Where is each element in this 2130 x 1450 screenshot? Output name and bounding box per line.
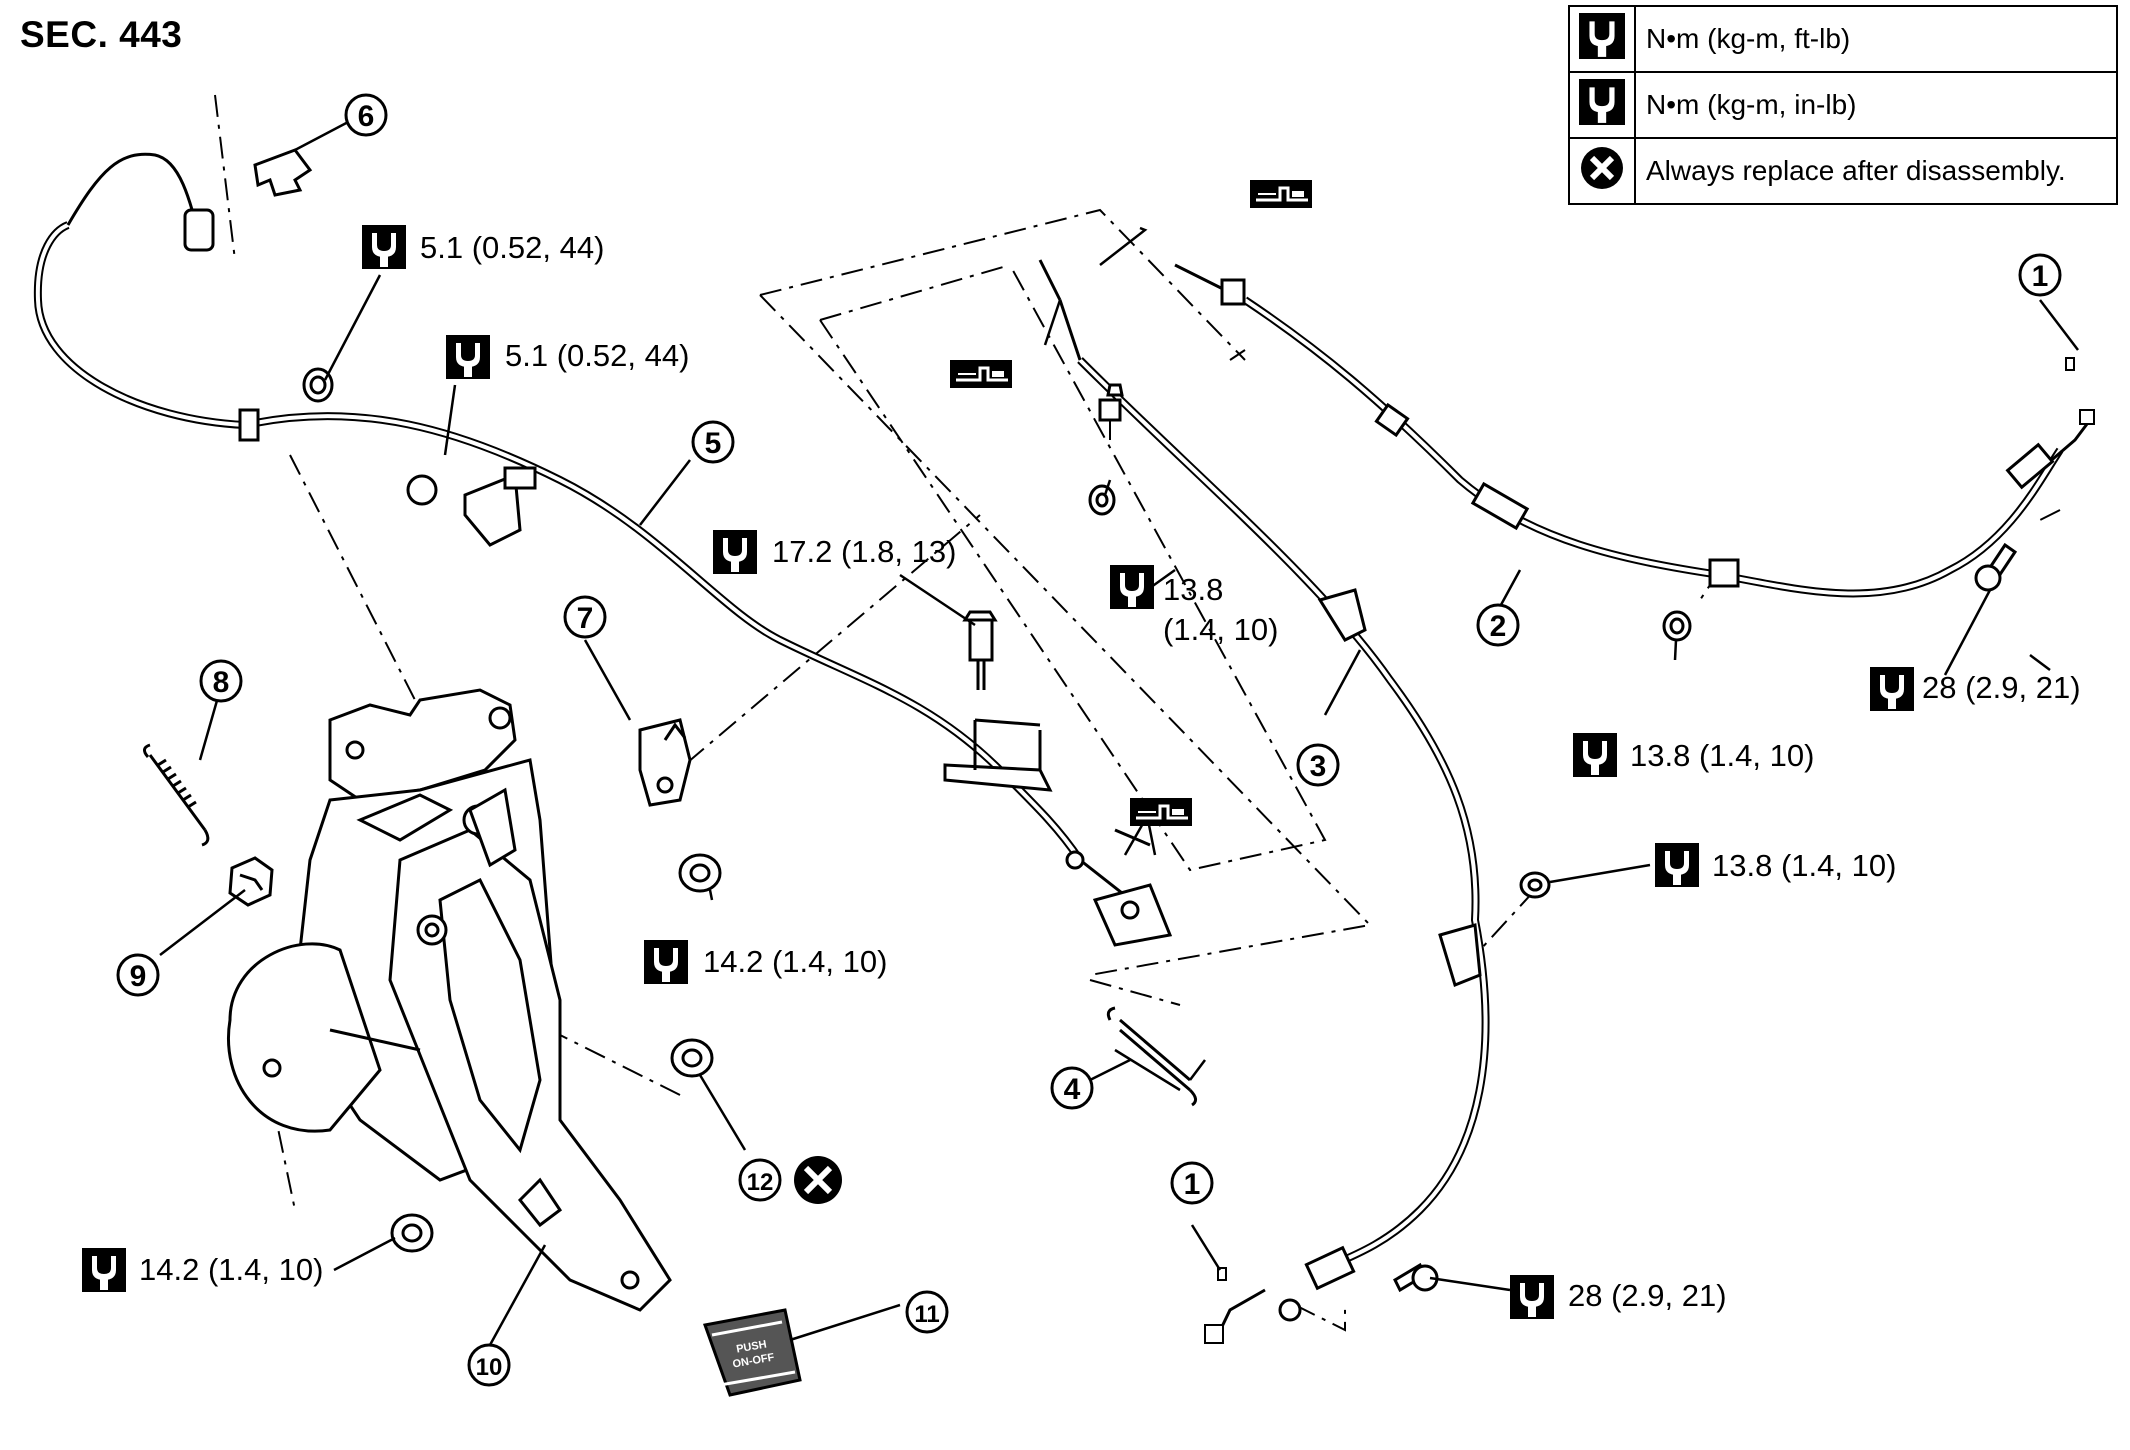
legend-text: N•m (kg-m, in-lb): [1634, 71, 2118, 139]
legend-text: N•m (kg-m, ft-lb): [1634, 5, 2118, 73]
svg-text:8: 8: [213, 666, 230, 699]
callout-8: 8: [199, 659, 243, 703]
svg-text:6: 6: [358, 100, 375, 133]
rear-cable-left: [1038, 259, 1490, 1344]
grease-point-icon: [948, 178, 1314, 828]
always-replace-icon: [794, 1156, 842, 1204]
rear-cable-right: [1174, 263, 2095, 598]
torque-label: 28 (2.9, 21): [1922, 670, 2081, 705]
torque-label: 13.8 (1.4, 10): [1630, 738, 1814, 773]
torque-wrench-icon: [713, 530, 757, 574]
svg-text:10: 10: [476, 1354, 503, 1381]
pedal-pad: PUSH ON-OFF: [702, 1308, 802, 1397]
torque-label: 5.1 (0.52, 44): [505, 338, 689, 373]
callout-11: 11: [905, 1290, 949, 1334]
torque-wrench-icon: [1573, 733, 1617, 777]
always-replace-icon: [1568, 137, 1636, 205]
torque-wrench-icon: [1655, 843, 1699, 887]
torque-label: 14.2 (1.4, 10): [139, 1252, 323, 1287]
torque-label: 13.8: [1163, 572, 1223, 607]
callout-1a: 1: [2018, 253, 2062, 297]
callout-1b: 1: [1170, 1161, 1214, 1205]
cable-bracket: [1088, 383, 1124, 516]
svg-text:4: 4: [1064, 1073, 1081, 1106]
callout-6: 6: [344, 93, 388, 137]
svg-text:1: 1: [1184, 1168, 1201, 1201]
svg-text:3: 3: [1310, 750, 1327, 783]
torque-wrench-inlb-icon: [1568, 71, 1636, 139]
torque-labels: 5.1 (0.52, 44) 5.1 (0.52, 44) 17.2 (1.8,…: [82, 225, 2081, 1319]
svg-text:9: 9: [130, 960, 147, 993]
legend-table: N•m (kg-m, ft-lb) N•m (kg-m, in-lb) Alwa…: [1568, 5, 2118, 205]
cable-nuts: [302, 367, 537, 547]
torque-label: 17.2 (1.8, 13): [772, 534, 956, 569]
torque-label: 13.8 (1.4, 10): [1712, 848, 1896, 883]
pedal-spring: [143, 743, 210, 847]
svg-text:11: 11: [914, 1301, 939, 1328]
torque-wrench-icon: [82, 1248, 126, 1292]
torque-wrench-icon: [1510, 1275, 1554, 1319]
svg-text:2: 2: [1490, 610, 1507, 643]
svg-text:12: 12: [747, 1169, 774, 1196]
legend-text: Always replace after disassembly.: [1634, 137, 2118, 205]
front-cable: [33, 152, 1151, 917]
clip: [253, 148, 313, 197]
callout-7: 7: [563, 595, 607, 639]
callout-5: 5: [691, 420, 735, 464]
torque-label: 5.1 (0.52, 44): [420, 230, 604, 265]
callout-12: 12: [738, 1158, 782, 1202]
torque-wrench-icon: [1870, 667, 1914, 711]
torque-label: 28 (2.9, 21): [1568, 1278, 1727, 1313]
legend-row: N•m (kg-m, in-lb): [1568, 71, 2118, 139]
torque-label: (1.4, 10): [1163, 612, 1278, 647]
legend-row: Always replace after disassembly.: [1568, 137, 2118, 205]
torque-wrench-icon: [1110, 565, 1154, 609]
svg-text:7: 7: [577, 602, 594, 635]
callout-4: 4: [1050, 1066, 1094, 1110]
torque-wrench-icon: [644, 940, 688, 984]
pedal-assembly: [227, 688, 672, 1312]
torque-wrench-icon: [1568, 5, 1636, 73]
callout-9: 9: [116, 953, 160, 997]
return-spring: [1106, 1006, 1197, 1107]
svg-text:1: 1: [2032, 260, 2049, 293]
legend-row: N•m (kg-m, ft-lb): [1568, 5, 2118, 73]
torque-wrench-icon: [362, 225, 406, 269]
bolts: [1393, 542, 2018, 1293]
equalizer: [943, 610, 1173, 947]
pad-text-push: PUSH: [735, 1338, 767, 1355]
pedal-nuts: [390, 853, 722, 1253]
callout-3: 3: [1296, 743, 1340, 787]
callouts: 1 1 2 3 4 5 6 7 8 9 10 11 12: [116, 93, 2062, 1387]
section-title: SEC. 443: [20, 14, 183, 55]
callout-10: 10: [467, 1343, 511, 1387]
pedal-switch: [638, 718, 692, 807]
svg-text:5: 5: [705, 427, 722, 460]
torque-label: 14.2 (1.4, 10): [703, 944, 887, 979]
callout-2: 2: [1476, 603, 1520, 647]
torque-wrench-icon: [446, 335, 490, 379]
